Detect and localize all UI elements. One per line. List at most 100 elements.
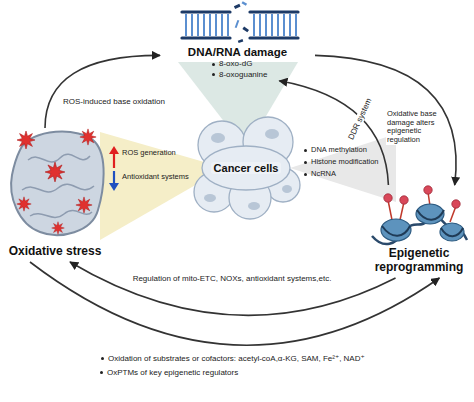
bullet-dot [212, 73, 215, 76]
mitochondrion-illustration-part [11, 132, 103, 236]
bullet-dot [212, 63, 215, 66]
bullet-item: 8-oxoguanine [160, 70, 315, 81]
nucleosome-illustration-part-part [416, 204, 444, 224]
dna-helix-part-part [185, 14, 187, 36]
cancer-cells-illustration-part [204, 129, 292, 210]
mitochondrion-illustration [11, 129, 103, 235]
cycle-arrow [70, 262, 396, 315]
dna-helix-part-part [209, 14, 211, 36]
cancer-cells-illustration-part-part [211, 133, 225, 143]
mitochondrion-illustration-part [45, 162, 65, 182]
nucleosome-illustration-part-part [381, 219, 411, 241]
cycle-arrow [279, 81, 388, 185]
dna-helix-part-part [295, 14, 297, 36]
edge-label-text: DDR system [346, 97, 373, 141]
edge-label: Regulation of mito-ETC, NOXs, antioxidan… [132, 274, 333, 283]
mitochondrion-illustration-part [52, 222, 65, 235]
dna-helix-part-part [182, 36, 230, 39]
dna-helix-part-part [250, 36, 298, 39]
balance-arrows [109, 146, 119, 191]
dna-helix-part-part [253, 14, 255, 36]
edge-label: Oxidation of substrates or cofactors: ac… [100, 354, 366, 363]
epigenetic-item: DNA methylation [304, 146, 367, 155]
dna-helix-part [242, 1, 248, 6]
bullet-text: 8-oxo-dG [219, 59, 252, 68]
nucleosome-illustration [372, 186, 467, 244]
dna-helix-part-part [221, 14, 223, 36]
cancer-cells-illustration [194, 117, 300, 219]
nucleosome-illustration-part-part [400, 196, 408, 204]
mitochondrion-illustration-part [76, 197, 92, 213]
stress-box: Oxidative stress [5, 128, 105, 262]
nucleosome-illustration-part-part [382, 226, 410, 236]
dna-helix-part-part [265, 14, 267, 36]
damage-box: DNA/RNA damage8-oxo-dG 8-oxoguanine [160, 46, 315, 81]
node-title: Oxidative stress [5, 245, 105, 259]
balance-arrows-part [109, 146, 119, 154]
cycle-arrow [45, 55, 160, 128]
nucleosome-illustration-part-part [417, 210, 444, 220]
mitochondrion-illustration-part [17, 197, 31, 211]
nucleosome-illustration-part-part [440, 223, 464, 241]
dna-helix-part-part [227, 14, 229, 36]
balance-arrows-part [113, 171, 115, 185]
ros-label: ROS generation [122, 149, 176, 158]
edge-label: ROS-induced base oxidation [62, 97, 166, 106]
bullet-dot [304, 149, 307, 152]
nucleosome-illustration-part [384, 186, 460, 208]
epigenetic-item: NcRNA [304, 170, 336, 179]
nucleosome-illustration-part-part [400, 202, 404, 220]
label-text: OxPTMs of key epigenetic regulators [107, 368, 238, 377]
node-title-text: DNA/RNA damage [188, 46, 287, 58]
dna-helix-part-part [191, 14, 193, 36]
cancer-cells-illustration-part-part [248, 202, 260, 210]
dna-helix-part [235, 20, 240, 28]
balance-arrows-part [113, 152, 115, 168]
dna-helix-part-part [277, 14, 279, 36]
nucleosome-illustration-part-part [452, 200, 460, 208]
nucleosome-illustration-part-part [384, 194, 392, 202]
oxptm-item: OxPTMs of key epigenetic regulators [100, 368, 238, 377]
nucleosome-illustration-part-part [441, 228, 463, 236]
dna-helix-part [186, 14, 296, 36]
edge-label: Oxidative base damage alters epigenetic … [386, 110, 440, 145]
bullet-dot [304, 161, 307, 164]
nucleosome-illustration-part [382, 210, 463, 236]
cycle-arrow [30, 262, 439, 345]
dna-helix-part-part [215, 14, 217, 36]
label-text: ROS generation [122, 148, 176, 157]
edge-label-text: Oxidation of substrates or cofactors: ac… [108, 354, 365, 363]
dna-helix-part-part [250, 10, 298, 13]
cancer-cells-illustration-part-part [204, 194, 216, 202]
edge-label-text: ROS-induced base oxidation [63, 97, 165, 106]
edge-label-text: Oxidative base damage alters epigenetic … [387, 109, 437, 144]
cells-box: Cancer cells [192, 118, 300, 218]
node-title-text: Oxidative stress [9, 244, 102, 258]
bullet-item: 8-oxo-dG [160, 59, 315, 70]
mitochondrion-illustration-part [80, 129, 96, 145]
dna-helix-part-part [289, 14, 291, 36]
bullet-dot [101, 357, 104, 360]
node-title-text: Cancer cells [214, 162, 279, 174]
dna-helix-part-part [259, 14, 261, 36]
mitochondrion-illustration-part [22, 184, 94, 192]
nucleosome-illustration-part-part [388, 200, 392, 220]
dna-helix-part [182, 12, 298, 38]
label-text: Histone modification [311, 157, 379, 166]
label-text: Antioxidant systems [122, 172, 189, 181]
node-title: Epigenetic reprogramming [368, 247, 470, 275]
dna-helix-part-part [203, 14, 205, 36]
mitochondrion-illustration-part [17, 131, 35, 149]
edge-label: DDR system [346, 96, 374, 142]
nucleosome-illustration-part-part [424, 186, 432, 194]
dna-helix-part-part [182, 10, 230, 13]
cancer-cells-illustration-part [202, 146, 290, 190]
mitochondrion-illustration-part [28, 154, 90, 162]
antioxidant-label: Antioxidant systems [122, 173, 189, 182]
cancer-cells-illustration-part-part [282, 185, 292, 193]
bullet-dot [304, 173, 307, 176]
dna-helix-part-part [271, 14, 273, 36]
bullet-text: 8-oxoguanine [219, 70, 267, 79]
cancer-cells-illustration-part-part [265, 129, 279, 139]
